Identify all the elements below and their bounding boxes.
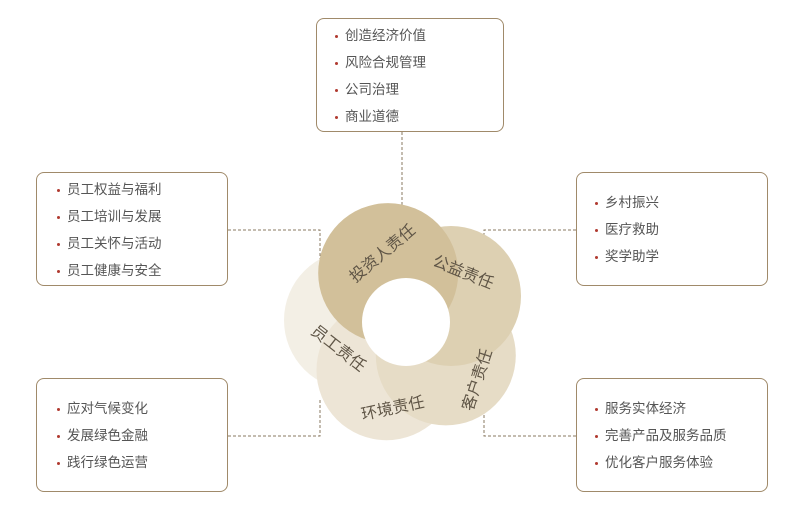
connector-upper-right <box>483 229 576 262</box>
list-item: 员工培训与发展 <box>57 204 227 231</box>
investor-responsibility-box: 创造经济价值风险合规管理公司治理商业道德 <box>316 18 504 132</box>
list-item: 践行绿色运营 <box>57 450 227 477</box>
list-item: 奖学助学 <box>595 244 767 271</box>
list-item: 公司治理 <box>335 77 503 104</box>
public-welfare-responsibility-box: 乡村振兴医疗救助奖学助学 <box>576 172 768 286</box>
list-item: 风险合规管理 <box>335 50 503 77</box>
employee-responsibility-box: 员工权益与福利员工培训与发展员工关怀与活动员工健康与安全 <box>36 172 228 286</box>
list-item: 优化客户服务体验 <box>595 450 767 477</box>
list-item: 商业道德 <box>335 104 503 131</box>
list-item: 应对气候变化 <box>57 396 227 423</box>
list-item: 员工权益与福利 <box>57 177 227 204</box>
list-item: 员工健康与安全 <box>57 258 227 285</box>
list-item: 医疗救助 <box>595 217 767 244</box>
flower-center <box>362 278 450 366</box>
list-item: 创造经济价值 <box>335 23 503 50</box>
connector-lower-right <box>483 400 576 437</box>
list-item: 服务实体经济 <box>595 396 767 423</box>
customer-responsibility-box: 服务实体经济完善产品及服务品质优化客户服务体验 <box>576 378 768 492</box>
list-item: 完善产品及服务品质 <box>595 423 767 450</box>
connector-upper-left <box>228 229 321 262</box>
connector-lower-left <box>228 400 321 437</box>
list-item: 乡村振兴 <box>595 190 767 217</box>
list-item: 员工关怀与活动 <box>57 231 227 258</box>
list-item: 发展绿色金融 <box>57 423 227 450</box>
environment-responsibility-box: 应对气候变化发展绿色金融践行绿色运营 <box>36 378 228 492</box>
